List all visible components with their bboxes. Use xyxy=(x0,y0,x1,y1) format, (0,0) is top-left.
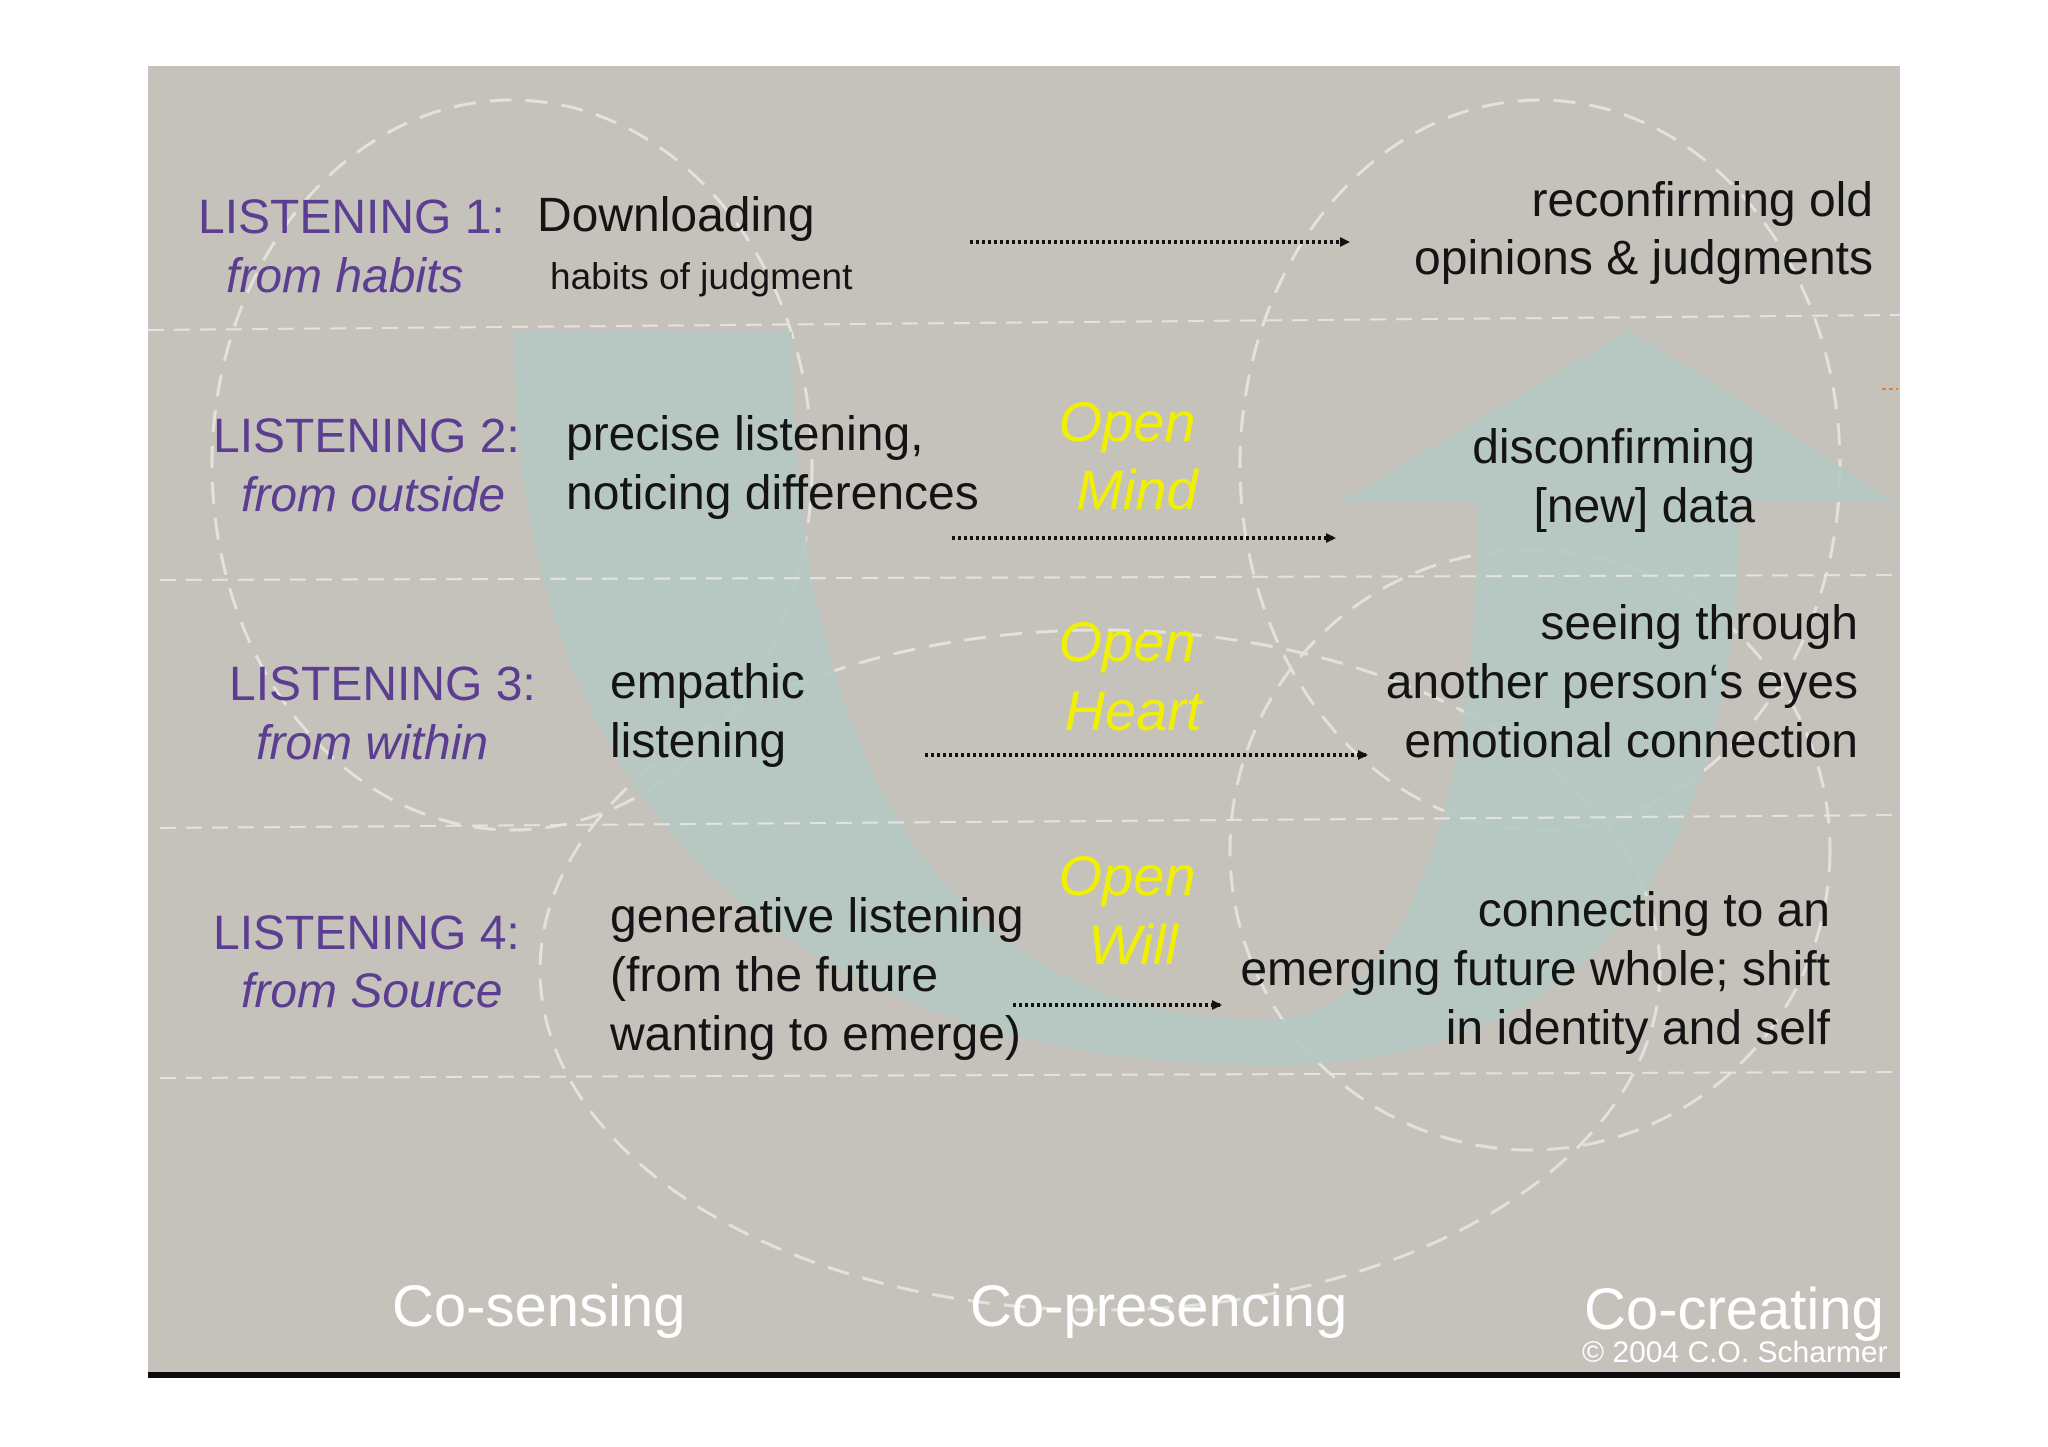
open-heart-word-1: Open xyxy=(1058,610,1196,673)
level-1-right-line-1: reconfirming old xyxy=(1531,174,1873,227)
open-will-word-2: Will xyxy=(1088,913,1178,976)
open-heart-word-2: Heart xyxy=(1064,679,1202,742)
open-mind-word-2: Mind xyxy=(1076,458,1198,521)
open-mind-word-1: Open xyxy=(1058,390,1196,453)
level-4-sub: from Source xyxy=(241,965,503,1018)
level-2-left-line-2: noticing differences xyxy=(566,467,979,520)
level-1-label: LISTENING 1: xyxy=(198,191,505,244)
level-3-right-line-3: emotional connection xyxy=(1404,715,1858,768)
co-presencing-label: Co-presencing xyxy=(970,1274,1348,1339)
copyright-text: © 2004 C.O. Scharmer xyxy=(1582,1336,1888,1369)
open-will-word-1: Open xyxy=(1058,844,1196,907)
bottom-rule xyxy=(148,1372,1900,1378)
level-4-right-line-1: connecting to an xyxy=(1477,884,1830,937)
co-sensing-label: Co-sensing xyxy=(392,1274,686,1339)
level-3-label: LISTENING 3: xyxy=(229,658,536,711)
level-1-left-sub: habits of judgment xyxy=(550,256,853,297)
level-4-right-line-2: emerging future whole; shift xyxy=(1240,943,1830,996)
level-3-left-line-1: empathic xyxy=(610,656,805,709)
level-2-sub: from outside xyxy=(241,469,506,522)
level-2-right-line-2: [new] data xyxy=(1533,480,1755,533)
level-2-label: LISTENING 2: xyxy=(213,410,520,463)
row-separators xyxy=(147,314,1901,1079)
level-4-left-line-2: (from the future xyxy=(610,949,939,1002)
level-3-right-line-2: another person‘s eyes xyxy=(1385,656,1858,709)
co-creating-label: Co-creating xyxy=(1584,1277,1884,1342)
level-4-right-line-3: in identity and self xyxy=(1445,1002,1830,1055)
level-2-right-line-1: disconfirming xyxy=(1472,421,1755,474)
dotted-arrows xyxy=(925,237,1368,1010)
u-arrow xyxy=(514,330,1895,1065)
level-1-right-line-2: opinions & judgments xyxy=(1414,232,1873,285)
level-4-left-line-3: wanting to emerge) xyxy=(610,1008,1021,1061)
level-4-label: LISTENING 4: xyxy=(213,907,520,960)
level-3-left-line-2: listening xyxy=(610,715,787,768)
level-1-left-title: Downloading xyxy=(537,189,815,242)
level-4-left-line-1: generative listening xyxy=(610,890,1024,943)
level-2-left-line-1: precise listening, xyxy=(566,408,924,461)
level-3-sub: from within xyxy=(256,717,489,770)
level-1-sub: from habits xyxy=(226,250,464,303)
level-3-right-line-1: seeing through xyxy=(1540,597,1858,650)
